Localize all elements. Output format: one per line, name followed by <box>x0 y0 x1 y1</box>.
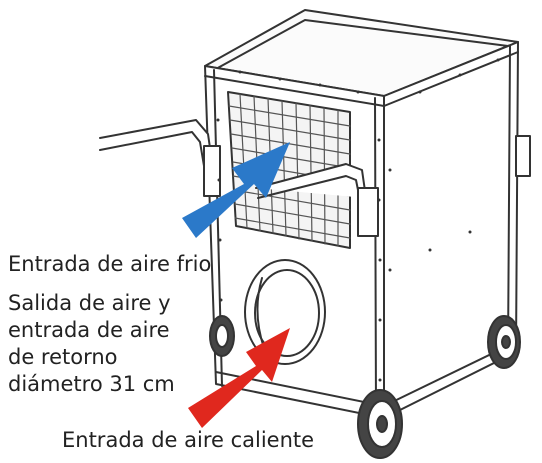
outlet-label-line: entrada de aire <box>8 318 170 342</box>
front-left-wheel <box>209 315 235 357</box>
front-top-rail <box>204 75 385 107</box>
left-handle-bar <box>99 119 215 177</box>
air-handler-unit <box>99 9 531 459</box>
outlet-label-line: diámetro 31 cm <box>8 372 175 396</box>
front-right-wheel <box>357 389 403 459</box>
front-handle-bar <box>255 163 367 199</box>
rear-right-wheel <box>487 315 521 369</box>
return-air-port-depth <box>256 277 265 349</box>
rivets <box>216 58 500 382</box>
cold-air-inlet-label: Entrada de aire frio <box>8 252 212 276</box>
back-right-post <box>507 45 511 355</box>
left-handle-bracket <box>203 145 221 197</box>
front-handle-bracket <box>357 187 379 237</box>
outlet-return-air-label: Salida de aire y entrada de aire de reto… <box>8 290 175 398</box>
hot-air-arrow <box>188 328 290 428</box>
outlet-label-line: de retorno <box>8 345 118 369</box>
unit-top-rim <box>213 19 509 71</box>
front-right-post <box>374 97 377 415</box>
cold-air-arrow <box>182 142 290 238</box>
hot-air-inlet-label: Entrada de aire caliente <box>62 428 315 452</box>
side-handle-bracket <box>515 135 531 177</box>
side-top-rail <box>383 51 519 107</box>
return-air-port-inner <box>254 269 320 357</box>
outlet-label-line: Salida de aire y <box>8 291 171 315</box>
return-air-port-outer <box>244 259 326 365</box>
